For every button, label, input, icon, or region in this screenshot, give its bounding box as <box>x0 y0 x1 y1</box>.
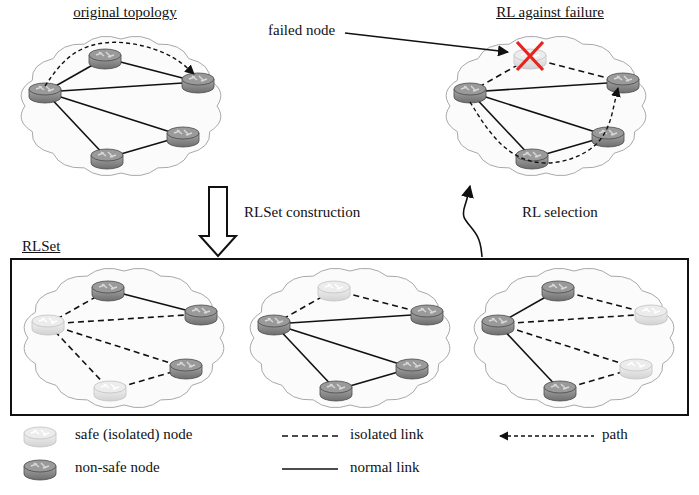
router-icon <box>92 281 124 301</box>
router-icon <box>182 73 214 93</box>
topology <box>21 36 221 175</box>
legend-text: non-safe node <box>75 459 160 476</box>
legend-text: safe (isolated) node <box>75 426 192 443</box>
router-icon <box>24 460 56 480</box>
safe-router-icon <box>94 381 126 401</box>
safe-router-icon <box>24 427 56 447</box>
panel-heading: original topology <box>15 4 235 21</box>
router-icon <box>411 305 443 325</box>
panel-heading: RLSet <box>22 238 687 255</box>
edge-label: RLSet construction <box>244 204 360 221</box>
router-icon <box>396 359 428 379</box>
router-icon <box>320 381 352 401</box>
legend-text: normal link <box>350 459 420 476</box>
safe-router-icon <box>318 281 350 301</box>
path-sample <box>500 435 594 436</box>
router-icon <box>607 73 639 93</box>
router-icon <box>89 49 121 69</box>
router-icon <box>170 359 202 379</box>
panel-heading: RL against failure <box>440 4 660 21</box>
leader-line <box>345 33 508 52</box>
topology <box>446 36 646 175</box>
network-cloud <box>446 36 646 175</box>
normal-link <box>274 314 427 324</box>
topology <box>474 268 674 407</box>
line-sample <box>282 435 338 437</box>
path-arrow <box>470 88 618 163</box>
router-icon <box>258 315 290 335</box>
edge-label: RL selection <box>522 204 598 221</box>
network-cloud <box>21 36 221 175</box>
failure-cross <box>517 42 543 70</box>
network-cloud <box>24 268 224 407</box>
normal-link <box>45 82 198 92</box>
topology-panel: RL against failure <box>440 4 660 184</box>
router-icon <box>185 305 217 325</box>
topology <box>250 268 450 407</box>
topology-panel: original topology <box>15 4 235 184</box>
set-box: RLSet <box>10 258 689 416</box>
router-icon <box>454 83 486 103</box>
safe-router-icon <box>635 305 667 325</box>
safe-router-icon <box>32 315 64 335</box>
router-icon <box>544 381 576 401</box>
callout-label: failed node <box>268 22 335 39</box>
safe-router-icon <box>620 359 652 379</box>
topology <box>24 268 224 407</box>
legend-text: path <box>602 426 628 443</box>
block-arrow <box>200 187 236 256</box>
router-icon <box>167 127 199 147</box>
normal-link <box>470 82 623 92</box>
network-cloud <box>474 268 674 407</box>
isolated-link <box>498 314 651 324</box>
isolated-link <box>48 314 201 324</box>
router-icon <box>91 149 123 169</box>
path-arrow <box>45 42 194 86</box>
router-icon <box>516 149 548 169</box>
network-cloud <box>250 268 450 407</box>
router-icon <box>482 315 514 335</box>
curved-arrow <box>463 186 482 257</box>
legend-text: isolated link <box>350 426 424 443</box>
line-sample <box>282 468 338 470</box>
legend <box>24 427 594 480</box>
router-icon <box>542 281 574 301</box>
